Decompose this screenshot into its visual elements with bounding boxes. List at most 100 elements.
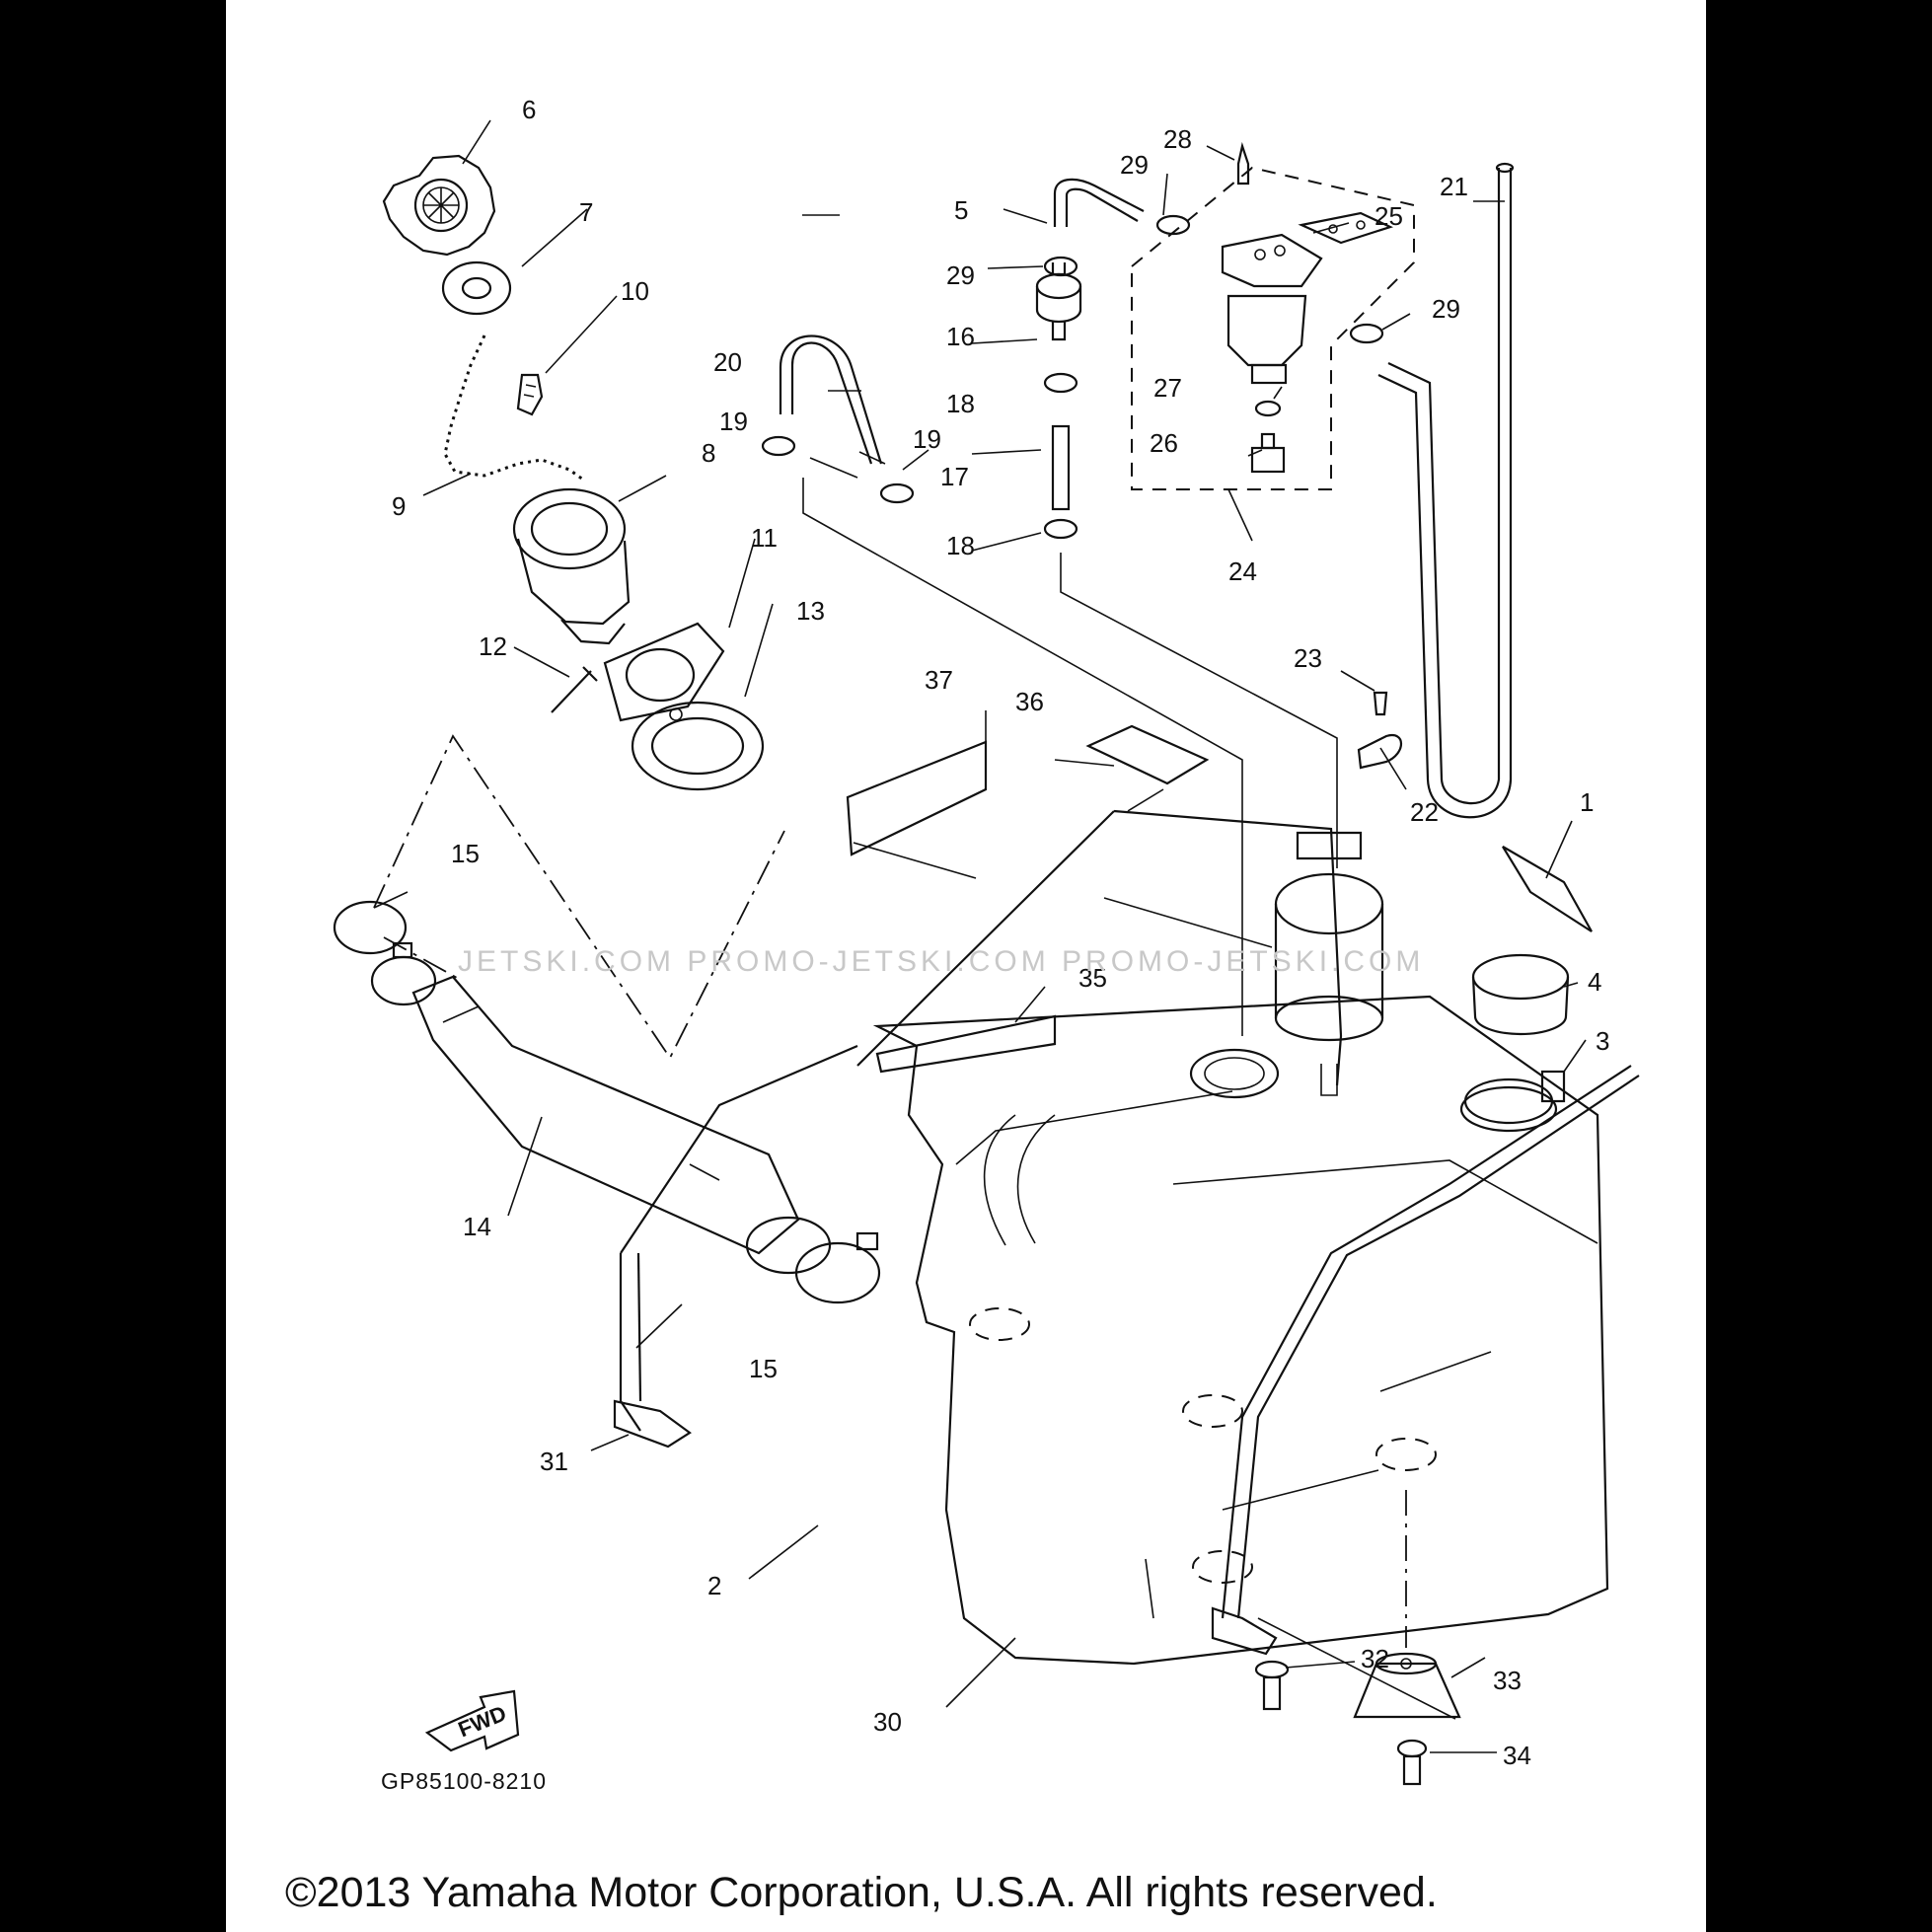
o-ring-27 — [1254, 400, 1282, 417]
hose-clamp-upper — [333, 900, 437, 1006]
screw-23 — [1373, 691, 1388, 716]
hose-clamp-29-right — [1349, 323, 1384, 344]
copyright-notice: ©2013 Yamaha Motor Corporation, U.S.A. A… — [285, 1869, 1438, 1916]
callout-31: 31 — [540, 1447, 568, 1476]
label-35 — [875, 1014, 1057, 1074]
watermark: JETSKI.COM PROMO-JETSKI.COM PROMO-JETSKI… — [458, 945, 1425, 978]
hose-clamp-29-left — [1155, 214, 1191, 236]
callout-11: 11 — [751, 523, 778, 553]
callout-29b: 29 — [946, 260, 975, 290]
callout-20: 20 — [713, 347, 742, 377]
callout-29a: 29 — [1120, 150, 1149, 180]
callout-12: 12 — [479, 632, 507, 661]
vent-route-line — [1060, 553, 1338, 868]
callout-22: 22 — [1410, 797, 1439, 827]
callout-18b: 18 — [946, 531, 975, 560]
hose-clamp-29-mid — [1043, 256, 1078, 277]
callout-27: 27 — [1153, 373, 1182, 403]
hose-5 — [1053, 178, 1145, 227]
hose-clamp-18-lower — [1043, 518, 1078, 540]
callout-19b: 19 — [913, 424, 941, 454]
callout-37: 37 — [925, 665, 953, 695]
callout-23: 23 — [1294, 643, 1322, 673]
bolt-34 — [1396, 1739, 1428, 1786]
callout-34: 34 — [1503, 1741, 1531, 1770]
joint-hose-17 — [1051, 424, 1071, 511]
pin-12 — [551, 666, 598, 713]
part-number: GP85100-8210 — [381, 1768, 548, 1794]
callout-25: 25 — [1375, 201, 1403, 231]
clamp-22 — [1357, 733, 1402, 770]
callout-9: 9 — [392, 491, 406, 521]
bolt-32 — [1254, 1660, 1290, 1711]
callout-15b: 15 — [749, 1354, 778, 1383]
hose-clamp-lower — [745, 1216, 881, 1304]
callout-2: 2 — [707, 1571, 721, 1600]
callout-8: 8 — [702, 438, 715, 468]
callout-4: 4 — [1588, 967, 1601, 997]
drain-26 — [1250, 432, 1286, 474]
washer-11 — [603, 622, 725, 722]
bolt-guide-line — [1257, 1617, 1456, 1720]
label-37 — [846, 740, 988, 856]
callout-7: 7 — [579, 197, 593, 227]
label-1 — [1502, 846, 1593, 932]
callout-26: 26 — [1150, 428, 1178, 458]
tank-opening-left — [1189, 1048, 1280, 1099]
cap-gasket — [441, 260, 512, 316]
callout-5: 5 — [954, 195, 968, 225]
breather-route-line — [802, 478, 1243, 1036]
cap-4 — [1471, 953, 1570, 1036]
callout-35: 35 — [1078, 963, 1107, 993]
callout-17: 17 — [940, 462, 969, 491]
leader-lines — [373, 119, 1587, 1753]
filter-assembly-box — [1131, 166, 1415, 490]
callout-6: 6 — [522, 95, 536, 124]
strap-right — [1221, 1065, 1640, 1619]
fuel-filter — [1221, 233, 1323, 385]
callout-21: 21 — [1440, 172, 1468, 201]
fwd-arrow-icon: FWD — [424, 1689, 520, 1752]
vent-hose-21 — [1377, 162, 1515, 819]
filler-neck — [512, 487, 631, 645]
callout-13: 13 — [796, 596, 825, 626]
breather-hose-20 — [761, 334, 915, 504]
filler-hose — [411, 975, 800, 1255]
callouts: 1 2 3 4 5 6 7 8 9 10 11 12 13 14 15 15 1… — [392, 95, 1609, 1770]
diagram-sheet: FWD — [226, 0, 1706, 1932]
callout-14: 14 — [463, 1212, 491, 1241]
callout-29c: 29 — [1432, 294, 1460, 324]
strap-left — [619, 809, 1343, 1432]
callout-36: 36 — [1015, 687, 1044, 716]
callout-28: 28 — [1163, 124, 1192, 154]
callout-18a: 18 — [946, 389, 975, 418]
callout-16: 16 — [946, 322, 975, 351]
fuel-tank — [872, 995, 1609, 1666]
callout-33: 33 — [1493, 1666, 1522, 1695]
callout-19a: 19 — [719, 407, 748, 436]
cap-chain — [443, 334, 584, 482]
screw-28 — [1236, 141, 1250, 186]
strap-hook-31 — [613, 1399, 692, 1449]
guide-lines-hose — [373, 734, 785, 1060]
strap-hook-30 — [1211, 1606, 1278, 1656]
check-valve — [1035, 262, 1082, 341]
label-36 — [1085, 724, 1210, 785]
filter-bracket-25 — [1298, 211, 1394, 245]
callout-3: 3 — [1596, 1026, 1609, 1056]
callout-1: 1 — [1580, 787, 1594, 817]
clamp-3 — [1459, 1070, 1566, 1133]
bolt-10 — [516, 373, 544, 416]
hose-clamp-18-upper — [1043, 372, 1078, 394]
grommet-13 — [631, 701, 765, 791]
damper-33 — [1353, 1652, 1461, 1719]
callout-30: 30 — [873, 1707, 902, 1737]
fwd-label: FWD — [455, 1700, 510, 1742]
fuel-cap — [382, 154, 496, 257]
callout-10: 10 — [621, 276, 649, 306]
callout-24: 24 — [1228, 557, 1257, 586]
callout-32: 32 — [1361, 1644, 1389, 1673]
callout-15a: 15 — [451, 839, 480, 868]
exploded-parts-diagram: FWD — [333, 95, 1640, 1786]
tank-opening-right — [1463, 1077, 1554, 1125]
